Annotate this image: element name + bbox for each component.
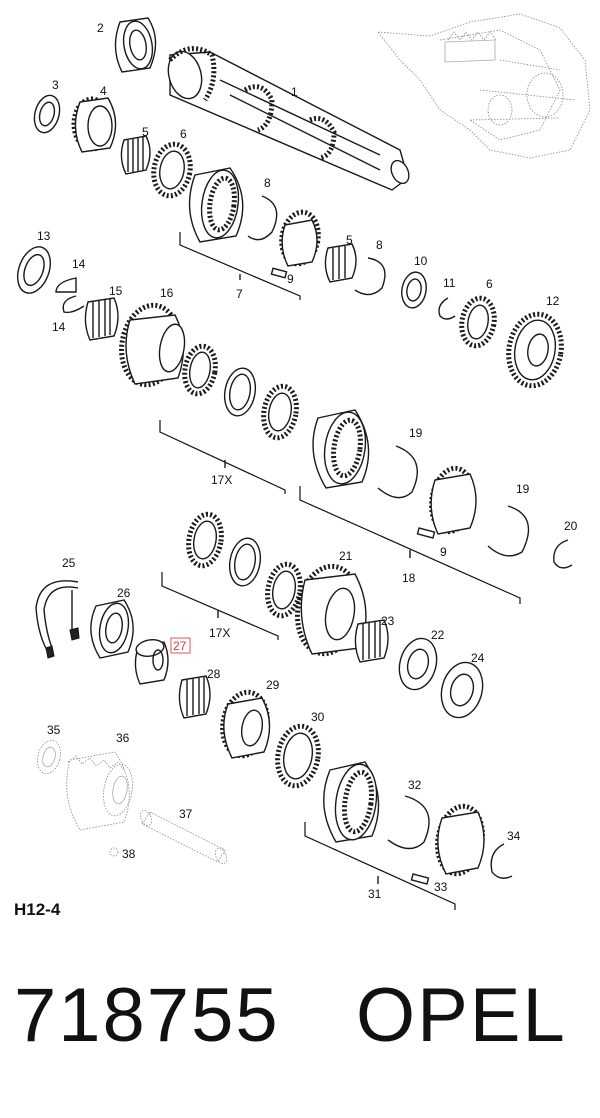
part-38-ball [109, 847, 119, 857]
label-19b: 19 [516, 482, 530, 496]
label-8: 8 [264, 176, 271, 190]
label-11: 11 [443, 276, 456, 290]
label-38: 38 [122, 847, 136, 861]
part-3-ring [33, 94, 61, 134]
part-37-shaft [139, 810, 228, 864]
label-32: 32 [408, 778, 422, 792]
diagram-code: H12-4 [14, 900, 61, 919]
part-14-half-rings [55, 277, 85, 314]
label-30: 30 [311, 710, 325, 724]
part-6-synchro-ring [151, 141, 193, 199]
gearbox-housing-illustration [377, 13, 591, 159]
label-13: 13 [37, 229, 51, 243]
part-5-needle-bearing-b [324, 243, 357, 283]
label-25: 25 [62, 556, 76, 570]
part-25-spring-clip [35, 580, 80, 659]
part-18-hub [299, 465, 521, 604]
label-27-highlighted: 27 [173, 639, 187, 653]
part-8-circlip-b [354, 257, 386, 296]
part-20-ring [553, 539, 573, 569]
part-1-main-shaft [167, 46, 410, 191]
label-10: 10 [414, 254, 428, 268]
label-16: 16 [160, 286, 174, 300]
label-21: 21 [339, 549, 353, 563]
label-3: 3 [52, 78, 59, 92]
label-19: 19 [409, 426, 423, 440]
label-6b: 6 [486, 277, 493, 291]
label-36: 36 [116, 731, 130, 745]
label-17x: 17X [211, 473, 232, 487]
part-29-gear [220, 689, 271, 759]
part-35-ring [37, 739, 61, 775]
label-17x-b: 17X [209, 626, 230, 640]
part-6-synchro-ring-b [459, 295, 497, 349]
part-labels: 2 1 3 4 5 6 7 8 9 5 8 10 11 6 12 13 14 1… [37, 21, 578, 901]
part-17x-synchro-set [159, 343, 299, 494]
label-35: 35 [47, 723, 61, 737]
label-34: 34 [507, 829, 521, 843]
brand-name: OPEL [356, 973, 567, 1058]
label-9b: 9 [440, 545, 447, 559]
part-36-reverse-gear [66, 751, 133, 831]
part-16-gear [119, 302, 186, 388]
part-11-clip [438, 297, 456, 320]
label-14: 14 [72, 257, 86, 271]
part-31-sleeve [304, 761, 456, 910]
part-21-gear [294, 563, 367, 657]
part-19-circlip [377, 445, 530, 557]
label-7: 7 [236, 287, 243, 301]
label-29: 29 [266, 678, 280, 692]
part-23-needle-bearing [354, 619, 389, 663]
part-13-ring [16, 246, 52, 294]
part-34-ring [490, 843, 513, 879]
part-30-synchro-ring [275, 723, 321, 789]
part-5-needle-bearing [120, 135, 151, 175]
label-5: 5 [142, 125, 149, 139]
label-6: 6 [180, 127, 187, 141]
label-2: 2 [97, 21, 104, 35]
part-17x-synchro-set-b [161, 511, 303, 640]
part-15-needle-bearing [84, 297, 119, 341]
part-2-bearing [114, 17, 157, 73]
part-10-ring [401, 271, 427, 309]
part-8-circlip [247, 195, 278, 241]
part-33-hub [410, 803, 485, 885]
label-31: 31 [368, 887, 382, 901]
part-26-bearing [90, 599, 134, 659]
label-12: 12 [546, 294, 560, 308]
part-19-sleeve [312, 409, 370, 489]
part-4-gear [71, 96, 117, 153]
part-hub-upper [270, 209, 321, 279]
label-33: 33 [434, 880, 448, 894]
part-28-needle-bearing [178, 675, 211, 719]
part-7-synchro-assembly [179, 167, 301, 300]
part-24-washer [440, 661, 484, 719]
part-12-gear [506, 311, 564, 389]
part-32-circlip [387, 795, 430, 850]
highlight-box-27 [170, 637, 191, 654]
label-18: 18 [402, 571, 416, 585]
label-15: 15 [109, 284, 123, 298]
part-22-washer [398, 637, 438, 691]
part-27-bush [134, 639, 169, 685]
label-9: 9 [287, 272, 294, 286]
label-26: 26 [117, 586, 131, 600]
part-number: 718755 [14, 973, 280, 1058]
label-37: 37 [179, 807, 193, 821]
label-20: 20 [564, 519, 578, 533]
label-4: 4 [100, 84, 107, 98]
label-14b: 14 [52, 320, 66, 334]
label-22: 22 [431, 628, 445, 642]
label-1: 1 [291, 85, 298, 99]
label-8b: 8 [376, 238, 383, 252]
label-24: 24 [471, 651, 485, 665]
label-23: 23 [381, 614, 395, 628]
label-5b: 5 [346, 233, 353, 247]
label-28: 28 [207, 667, 221, 681]
